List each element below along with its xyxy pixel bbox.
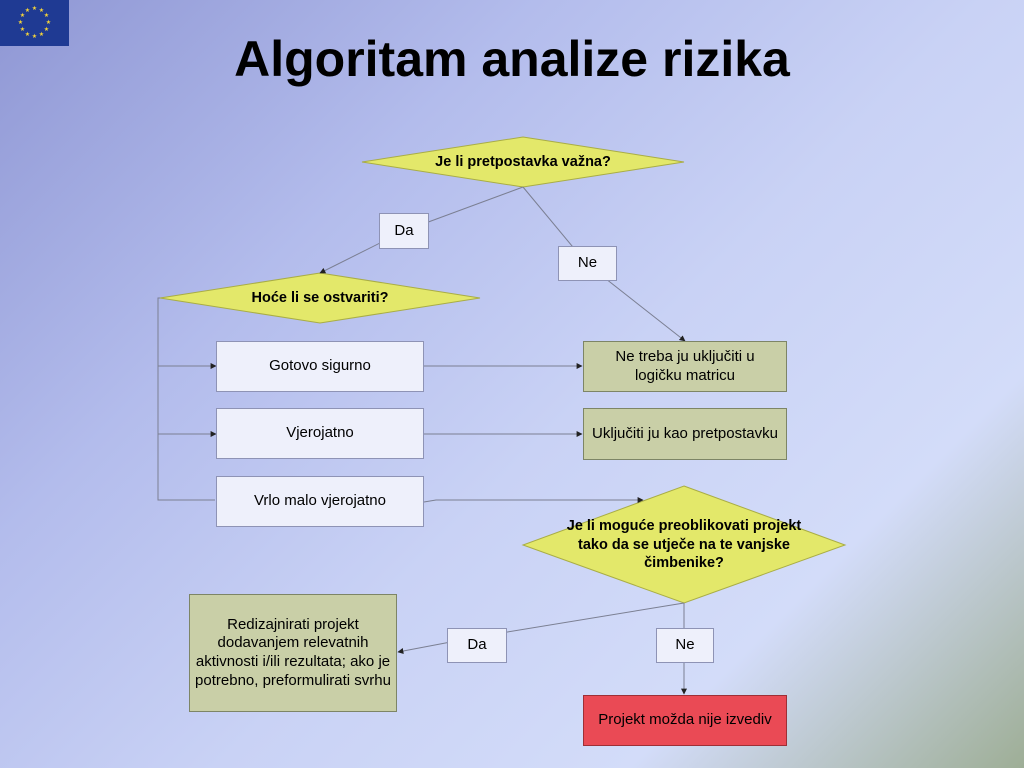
result-include: Uključiti ju kao pretpostavku [583, 408, 787, 460]
result-redesign: Redizajnirati projekt dodavanjem relevat… [189, 594, 397, 712]
svg-text:★: ★ [18, 19, 23, 26]
result-not-include: Ne treba ju uključiti u logičku matricu [583, 341, 787, 392]
eu-stars-icon: ★ ★ ★ ★ ★ ★ ★ ★ ★ ★ ★ ★ [18, 5, 51, 40]
svg-text:★: ★ [20, 12, 25, 19]
svg-text:★: ★ [44, 12, 49, 19]
svg-text:★: ★ [46, 19, 51, 26]
svg-text:★: ★ [32, 33, 37, 40]
option-unlikely: Vrlo malo vjerojatno [216, 476, 424, 527]
eu-flag-logo: ★ ★ ★ ★ ★ ★ ★ ★ ★ ★ ★ ★ [0, 0, 69, 46]
label-yes-redesign: Da [447, 628, 507, 663]
svg-text:★: ★ [25, 31, 30, 38]
label-no-redesign: Ne [656, 628, 714, 663]
decision-diamond-will-happen [159, 272, 481, 324]
svg-text:★: ★ [25, 7, 30, 14]
svg-text:★: ★ [20, 26, 25, 33]
connector-unlikely-redesign [423, 497, 644, 503]
label-yes-important: Da [379, 213, 429, 249]
option-certain: Gotovo sigurno [216, 341, 424, 392]
svg-text:★: ★ [39, 31, 44, 38]
connector-redesign-da [476, 602, 685, 638]
svg-text:★: ★ [32, 5, 37, 12]
decision-redesign-label: Je li moguće preoblikovati projekt tako … [566, 517, 802, 572]
result-not-feasible: Projekt možda nije izvediv [583, 695, 787, 746]
connector-bracket [157, 297, 215, 501]
decision-important-label: Je li pretpostavka važna? [435, 153, 611, 170]
option-likely: Vjerojatno [216, 408, 424, 459]
svg-text:★: ★ [44, 26, 49, 33]
page-title: Algoritam analize rizika [234, 31, 790, 87]
svg-text:★: ★ [39, 7, 44, 14]
decision-will-happen-label: Hoće li se ostvariti? [251, 289, 389, 306]
label-no-important: Ne [558, 246, 617, 281]
